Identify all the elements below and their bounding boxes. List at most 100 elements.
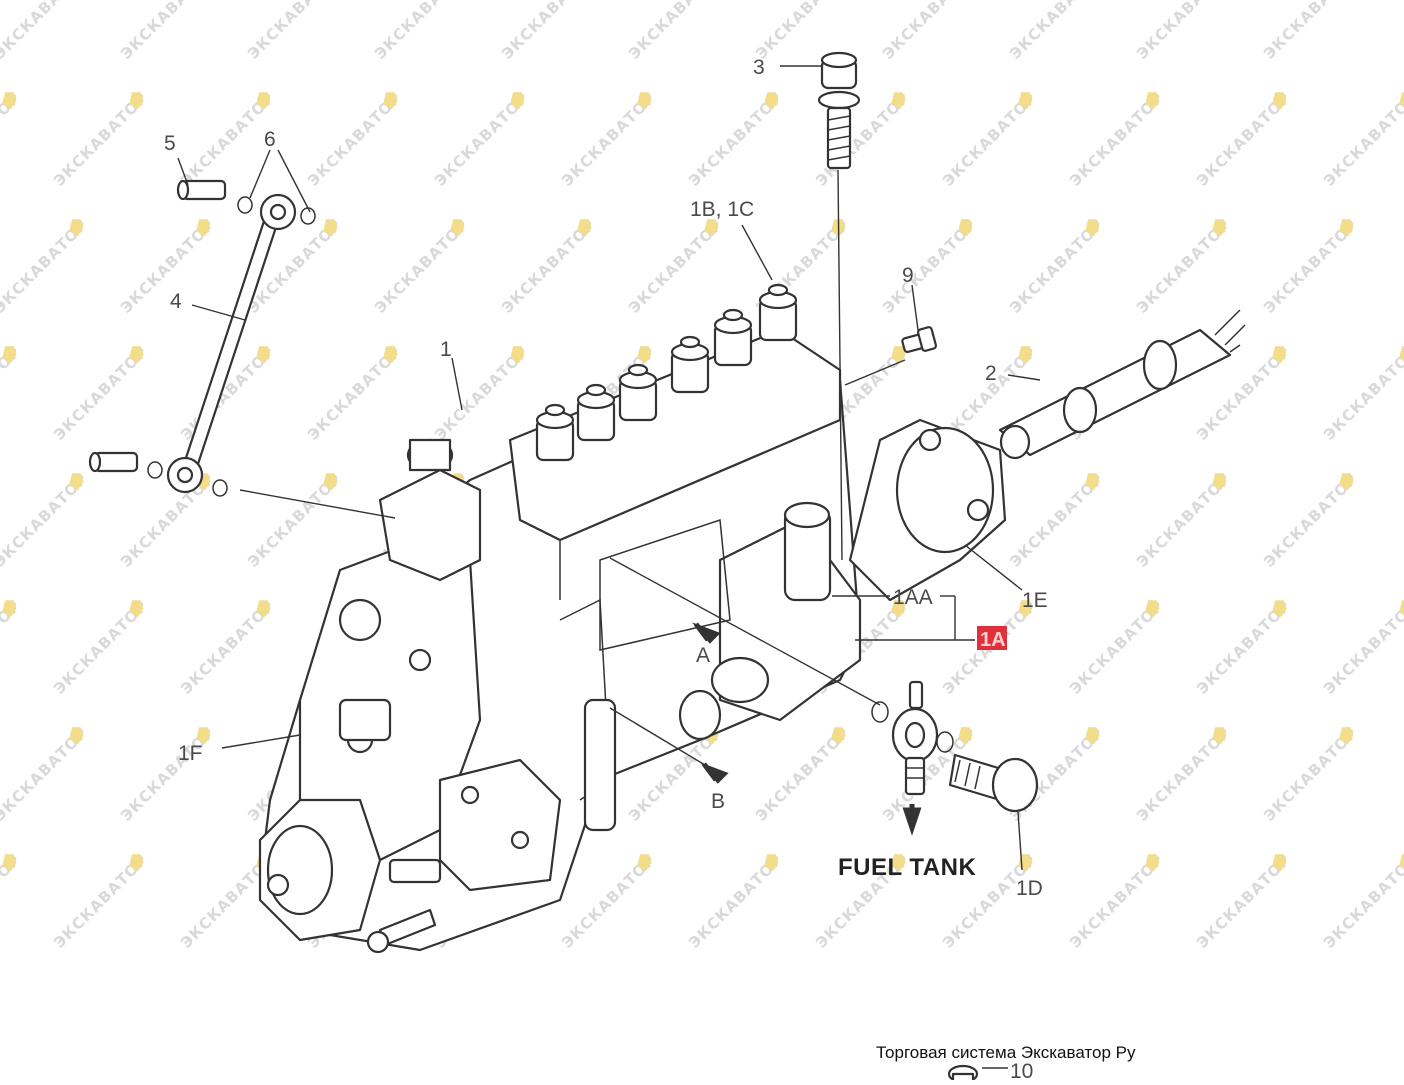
watermark-logo-icon [2, 346, 17, 364]
watermark-text: ЭКСКАВАТОР [1133, 0, 1234, 63]
watermark-logo-icon [958, 727, 973, 745]
watermark-tile: ЭКСКАВАТОР [1066, 597, 1167, 698]
watermark-tile: ЭКСКАВАТОР [0, 89, 24, 190]
watermark-text: ЭКСКАВАТОР [1320, 343, 1404, 444]
watermark-tile: ЭКСКАВАТОР [879, 0, 980, 63]
watermark-tile: ЭКСКАВАТОР [0, 470, 91, 571]
watermark-text: ЭКСКАВАТОР [244, 0, 345, 63]
label-1e: 1E [1022, 589, 1048, 612]
watermark-tile: ЭКСКАВАТОР [304, 89, 405, 190]
watermark-tile: ЭКСКАВАТОР [879, 216, 980, 317]
watermark-logo-icon [1212, 727, 1227, 745]
watermark-logo-icon [1085, 473, 1100, 491]
leader-lines [177, 65, 1041, 1069]
label-b: B [711, 790, 725, 813]
watermark-logo-icon [891, 346, 906, 364]
watermark-logo-icon [256, 600, 271, 618]
watermark-logo-icon [450, 219, 465, 237]
watermark-logo-icon [1272, 854, 1287, 872]
watermark-logo-icon [2, 854, 17, 872]
watermark-logo-icon [196, 219, 211, 237]
watermark-logo-icon [510, 346, 525, 364]
watermark-logo-icon [1085, 727, 1100, 745]
watermark-tile: ЭКСКАВАТОР [0, 216, 91, 317]
watermark-tile: ЭКСКАВАТОР [558, 89, 659, 190]
flow-arrows [692, 622, 922, 836]
label-1f: 1F [178, 742, 203, 765]
label-1a-highlight [977, 626, 1007, 650]
label-1aa: 1AA [893, 586, 933, 609]
watermark-logo-icon [1018, 600, 1033, 618]
watermark-tile: ЭКСКАВАТОР [625, 0, 726, 63]
injection-pump-assembly [258, 283, 1246, 954]
watermark-logo-icon [69, 473, 84, 491]
watermark-logo-icon [764, 92, 779, 110]
screw-9 [901, 326, 938, 354]
watermark-tile: ЭКСКАВАТОР [0, 724, 91, 825]
watermark-tile: ЭКСКАВАТОР [304, 343, 405, 444]
watermark-logo-icon [764, 854, 779, 872]
watermark-tile: ЭКСКАВАТОР [1006, 470, 1107, 571]
watermark-text: ЭКСКАВАТОР [1320, 851, 1404, 952]
watermark-logo-icon [958, 219, 973, 237]
watermark-text: ЭКСКАВАТОР [0, 0, 91, 63]
watermark-tile: ЭКСКАВАТОР [1193, 597, 1294, 698]
watermark-tile: ЭКСКАВАТОР [1193, 89, 1294, 190]
label-3: 3 [753, 56, 765, 79]
watermark-logo-icon [256, 92, 271, 110]
watermark-text: ЭКСКАВАТОР [1006, 0, 1107, 63]
footer: Торговая система Экскаватор Ру 10 [876, 1043, 1136, 1085]
watermark-tile: ЭКСКАВАТОР [371, 216, 472, 317]
watermark-logo-icon [1272, 346, 1287, 364]
watermark-tile: ЭКСКАВАТОР [0, 343, 24, 444]
watermark-logo-icon [2, 600, 17, 618]
watermark-logo-icon [129, 346, 144, 364]
watermark-logo-icon [1339, 473, 1354, 491]
watermark-logo-icon [1018, 346, 1033, 364]
watermark-tile: ЭКСКАВАТОР [1320, 597, 1404, 698]
watermark-tile: ЭКСКАВАТОР [0, 597, 24, 698]
watermark-logo-icon [129, 854, 144, 872]
watermark-tile: ЭКСКАВАТОР [685, 89, 786, 190]
label-10: 10 [1010, 1060, 1033, 1080]
watermark-logo-icon [577, 219, 592, 237]
watermark-logo-icon [383, 92, 398, 110]
label-1a: 1A [980, 629, 1006, 651]
watermark-logo-icon [1399, 600, 1404, 618]
label-9: 9 [902, 264, 914, 287]
watermark-tile: ЭКСКАВАТОР [1133, 470, 1234, 571]
watermark-logo-icon [891, 92, 906, 110]
watermark-tile: ЭКСКАВАТОР [1320, 89, 1404, 190]
banjo-fitting [871, 680, 1039, 813]
watermark-tile: ЭКСКАВАТОР [1320, 343, 1404, 444]
watermark-logo-icon [1085, 219, 1100, 237]
watermark-tile: ЭКСКАВАТОР [1260, 0, 1361, 63]
watermark-logo-icon [1399, 854, 1404, 872]
label-a: A [696, 644, 710, 667]
footer-caption: Торговая система Экскаватор Ру [876, 1043, 1136, 1062]
watermark-tile: ЭКСКАВАТОР [117, 216, 218, 317]
watermark-tile: ЭКСКАВАТОР [117, 724, 218, 825]
watermark-logo-icon [637, 346, 652, 364]
watermark-logo-icon [510, 92, 525, 110]
watermark-logo-icon [1145, 92, 1160, 110]
watermark-tile: ЭКСКАВАТОР [1260, 724, 1361, 825]
watermark-logo-icon [383, 346, 398, 364]
watermark-logo-icon [1018, 92, 1033, 110]
watermark-logo-icon [1272, 600, 1287, 618]
label-2: 2 [985, 362, 997, 385]
watermark-text: ЭКСКАВАТОР [625, 0, 726, 63]
watermark-tile: ЭКСКАВАТОР [1006, 216, 1107, 317]
watermark-logo-icon [637, 854, 652, 872]
watermark-logo-icon [637, 92, 652, 110]
watermark-tile: ЭКСКАВАТОР [685, 851, 786, 952]
label-4: 4 [170, 290, 182, 313]
watermark-logo-icon [1339, 727, 1354, 745]
watermark-text: ЭКСКАВАТОР [1320, 89, 1404, 190]
watermark-tile: ЭКСКАВАТОР [1006, 0, 1107, 63]
watermark-logo-icon [831, 727, 846, 745]
watermark-text: ЭКСКАВАТОР [1260, 0, 1361, 63]
watermark-logo-icon [704, 219, 719, 237]
label-5: 5 [164, 132, 176, 155]
